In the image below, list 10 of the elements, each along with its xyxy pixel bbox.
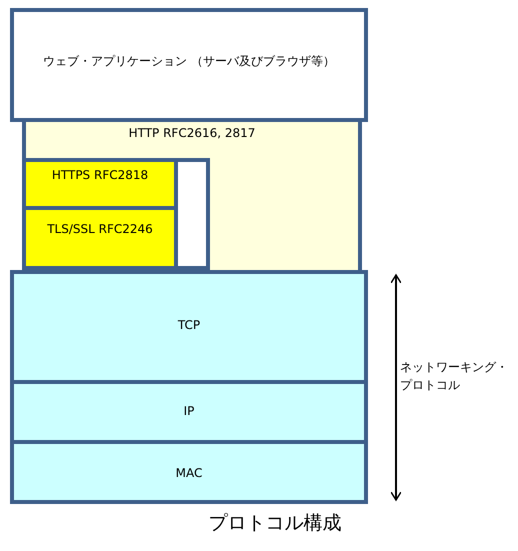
layer-label: IP: [182, 403, 196, 420]
layer-box: [10, 8, 368, 122]
layer-label: HTTPS RFC2818: [50, 167, 150, 184]
layer-label: TCP: [176, 317, 202, 334]
caption: プロトコル構成: [208, 511, 342, 536]
bracket-label: ネットワーキング・プロトコル: [400, 359, 509, 394]
layer-label: ウェブ・アプリケーション （サーバ及びブラウザ等）: [42, 53, 336, 70]
layer-label: HTTP RFC2616, 2817: [128, 125, 256, 142]
layer-label: MAC: [174, 465, 204, 482]
layer-label: TLS/SSL RFC2246: [46, 221, 154, 238]
